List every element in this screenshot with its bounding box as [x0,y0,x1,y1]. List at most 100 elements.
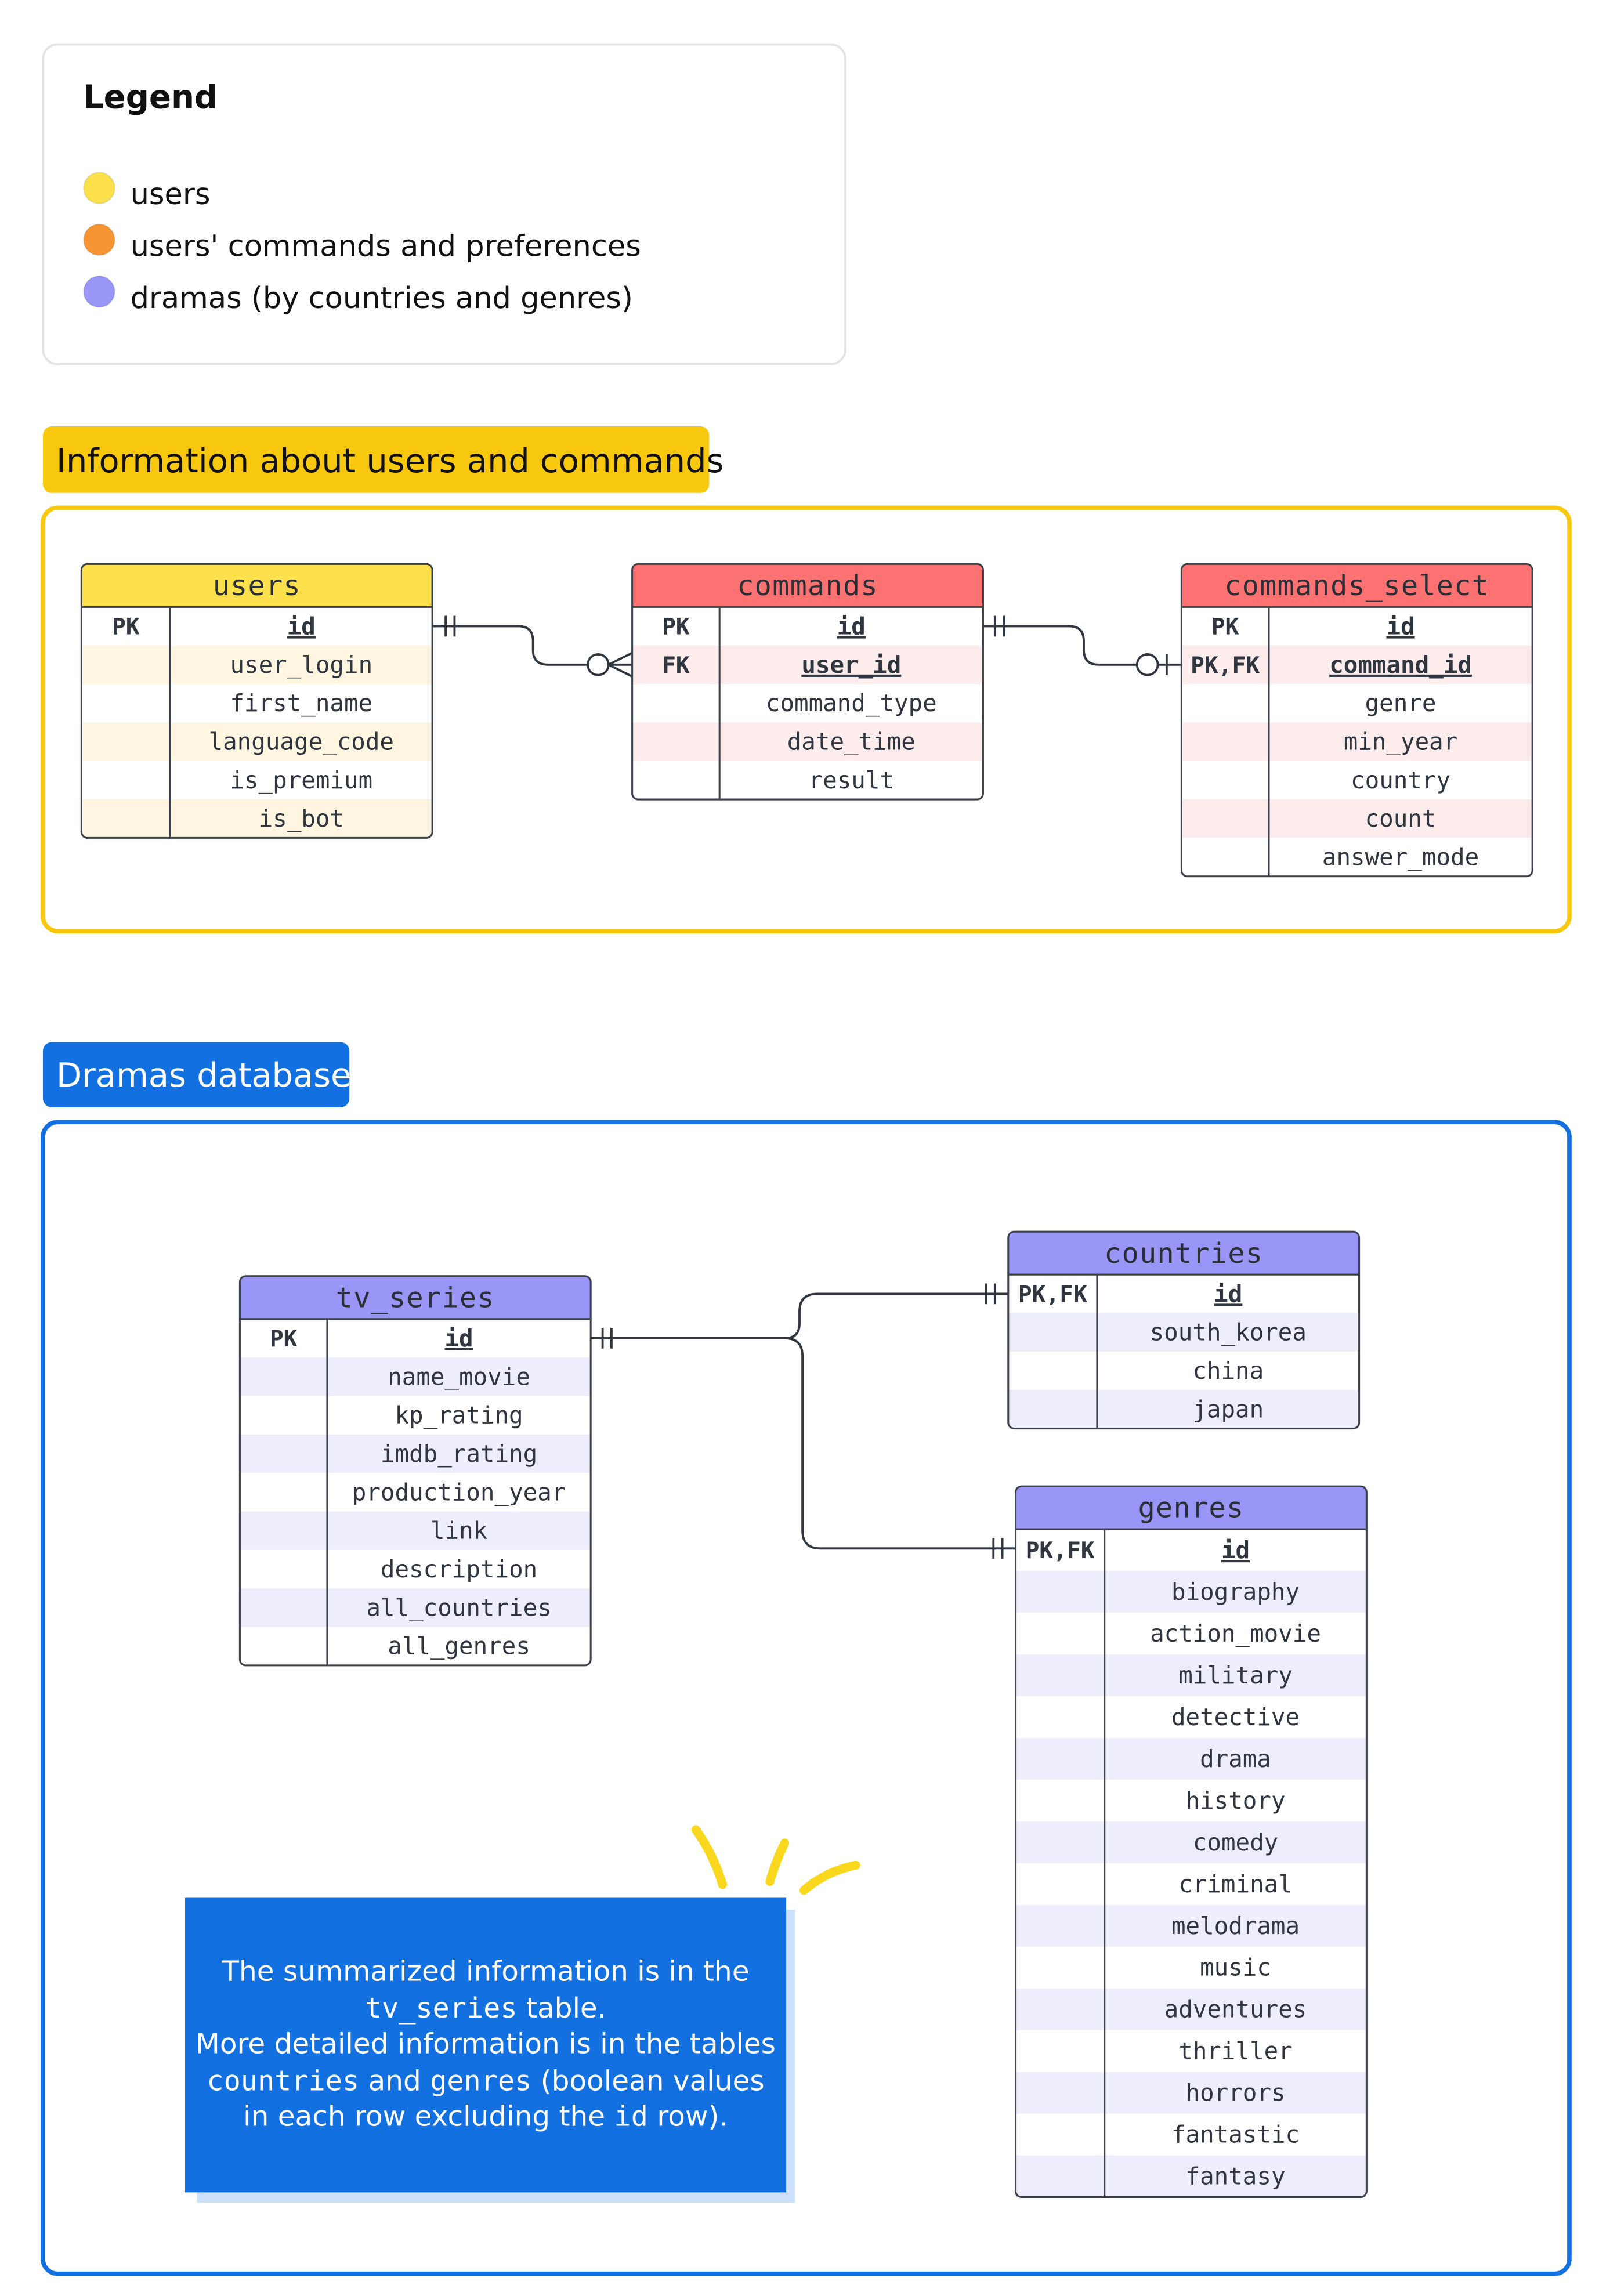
zero-circle-icon [587,653,610,676]
sparkle-mark-icon [765,1838,790,1886]
table-row-stripe [1182,722,1532,761]
table-row-stripe [1016,1737,1366,1780]
row-field: china [1192,1357,1264,1385]
legend-dot-icon [82,172,116,205]
section-dramas: Dramas database [41,1042,1572,2276]
row-field: id [1214,1280,1242,1308]
note-span: in each row excluding the [243,2101,614,2134]
relation-line [591,1292,1008,1339]
table-row-stripe [1016,2072,1366,2114]
row-field: command_id [1329,651,1472,679]
note-code: countries [207,2065,360,2098]
row-field: user_login [230,651,372,679]
table-row: name_movie [388,1363,530,1390]
row-field: kp_rating [395,1401,523,1429]
crowfoot-icon [607,651,633,678]
row-field: military [1178,1661,1293,1689]
table-row: is_premium [230,766,372,794]
note-text-container: The summarized information is in thetv_s… [196,1954,776,2136]
row-field: name_movie [388,1363,530,1390]
row-field: history [1186,1787,1286,1815]
table-row-stripe [240,1434,590,1473]
row-field: japan [1192,1395,1264,1423]
legend-dot-icon [82,223,116,256]
table-border [1007,1230,1361,1430]
row-field: command_type [766,689,937,717]
table-row: comedy [1193,1828,1278,1856]
row-field: country [1351,766,1450,794]
table-row: military [1178,1661,1293,1689]
table-row-stripe [240,1511,590,1550]
row-key: PK,FK [1191,652,1260,679]
row-field: production_year [352,1478,566,1506]
table-row: biography [1171,1578,1300,1606]
table-row: first_name [230,689,372,717]
table-row-stripe [82,645,432,684]
table-header [1181,564,1533,607]
legend-title: Legend [83,78,218,116]
note-line: The summarized information is in the [222,1954,749,1991]
table-header [81,564,433,607]
row-field: is_bot [259,805,344,832]
row-field: action_movie [1150,1620,1321,1647]
table-title: genres [1138,1492,1245,1524]
table-row-stripe [1016,1821,1366,1863]
section-title-badge [43,1042,350,1107]
legend-item-label: users [131,178,211,212]
table-row: language_code [209,728,394,756]
legend-item-label: dramas (by countries and genres) [131,281,633,316]
table-row-stripe [82,722,432,761]
row-key: PK [1211,614,1239,640]
table-header [1008,1232,1359,1275]
section-container [41,505,1572,933]
table-row: production_year [352,1478,566,1506]
note-line: in each row excluding the id row). [243,2099,728,2136]
table-row: music [1200,1954,1271,1982]
table-row: kp_rating [395,1401,523,1429]
note-line: More detailed information is in the tabl… [196,2027,776,2063]
table-border [238,1275,592,1667]
note-code: genres [430,2065,532,2098]
section-title-badge [43,426,710,493]
row-field: id [444,1324,473,1352]
table-row: count [1365,805,1437,832]
note-line: tv_series table. [365,1991,606,2027]
row-field: imdb_rating [381,1440,537,1468]
note-span: table. [517,1992,607,2025]
table-row: answer_mode [1322,843,1479,871]
table-row: all_countries [366,1594,551,1621]
relation-line [432,625,632,666]
note-callout: The summarized information is in thetv_s… [184,1825,860,2203]
section-title: Dramas database [56,1056,351,1095]
note-span: More detailed information is in the tabl… [196,2028,776,2061]
table-row-stripe [1182,799,1532,838]
table-title: users [213,570,301,602]
table-row: country [1351,766,1450,794]
table-row-stripe [632,722,983,761]
section-container [41,1120,1572,2276]
table-row: is_bot [259,805,344,832]
section-users-commands: Information about users and commands [41,426,1572,933]
row-field: result [809,766,894,794]
row-field: link [430,1517,487,1545]
table-row: min_year [1344,728,1458,756]
table-row-stripe [1009,1390,1359,1429]
sparkle-mark-icon [800,1860,860,1895]
row-field: id [1386,613,1414,640]
legend-dot-icon [82,275,116,308]
table-row: horrors [1186,2079,1286,2107]
sparkle-mark-icon [691,1825,727,1889]
row-field: id [837,613,866,640]
row-field: all_genres [388,1632,530,1660]
table-row: south_korea [1150,1319,1307,1346]
